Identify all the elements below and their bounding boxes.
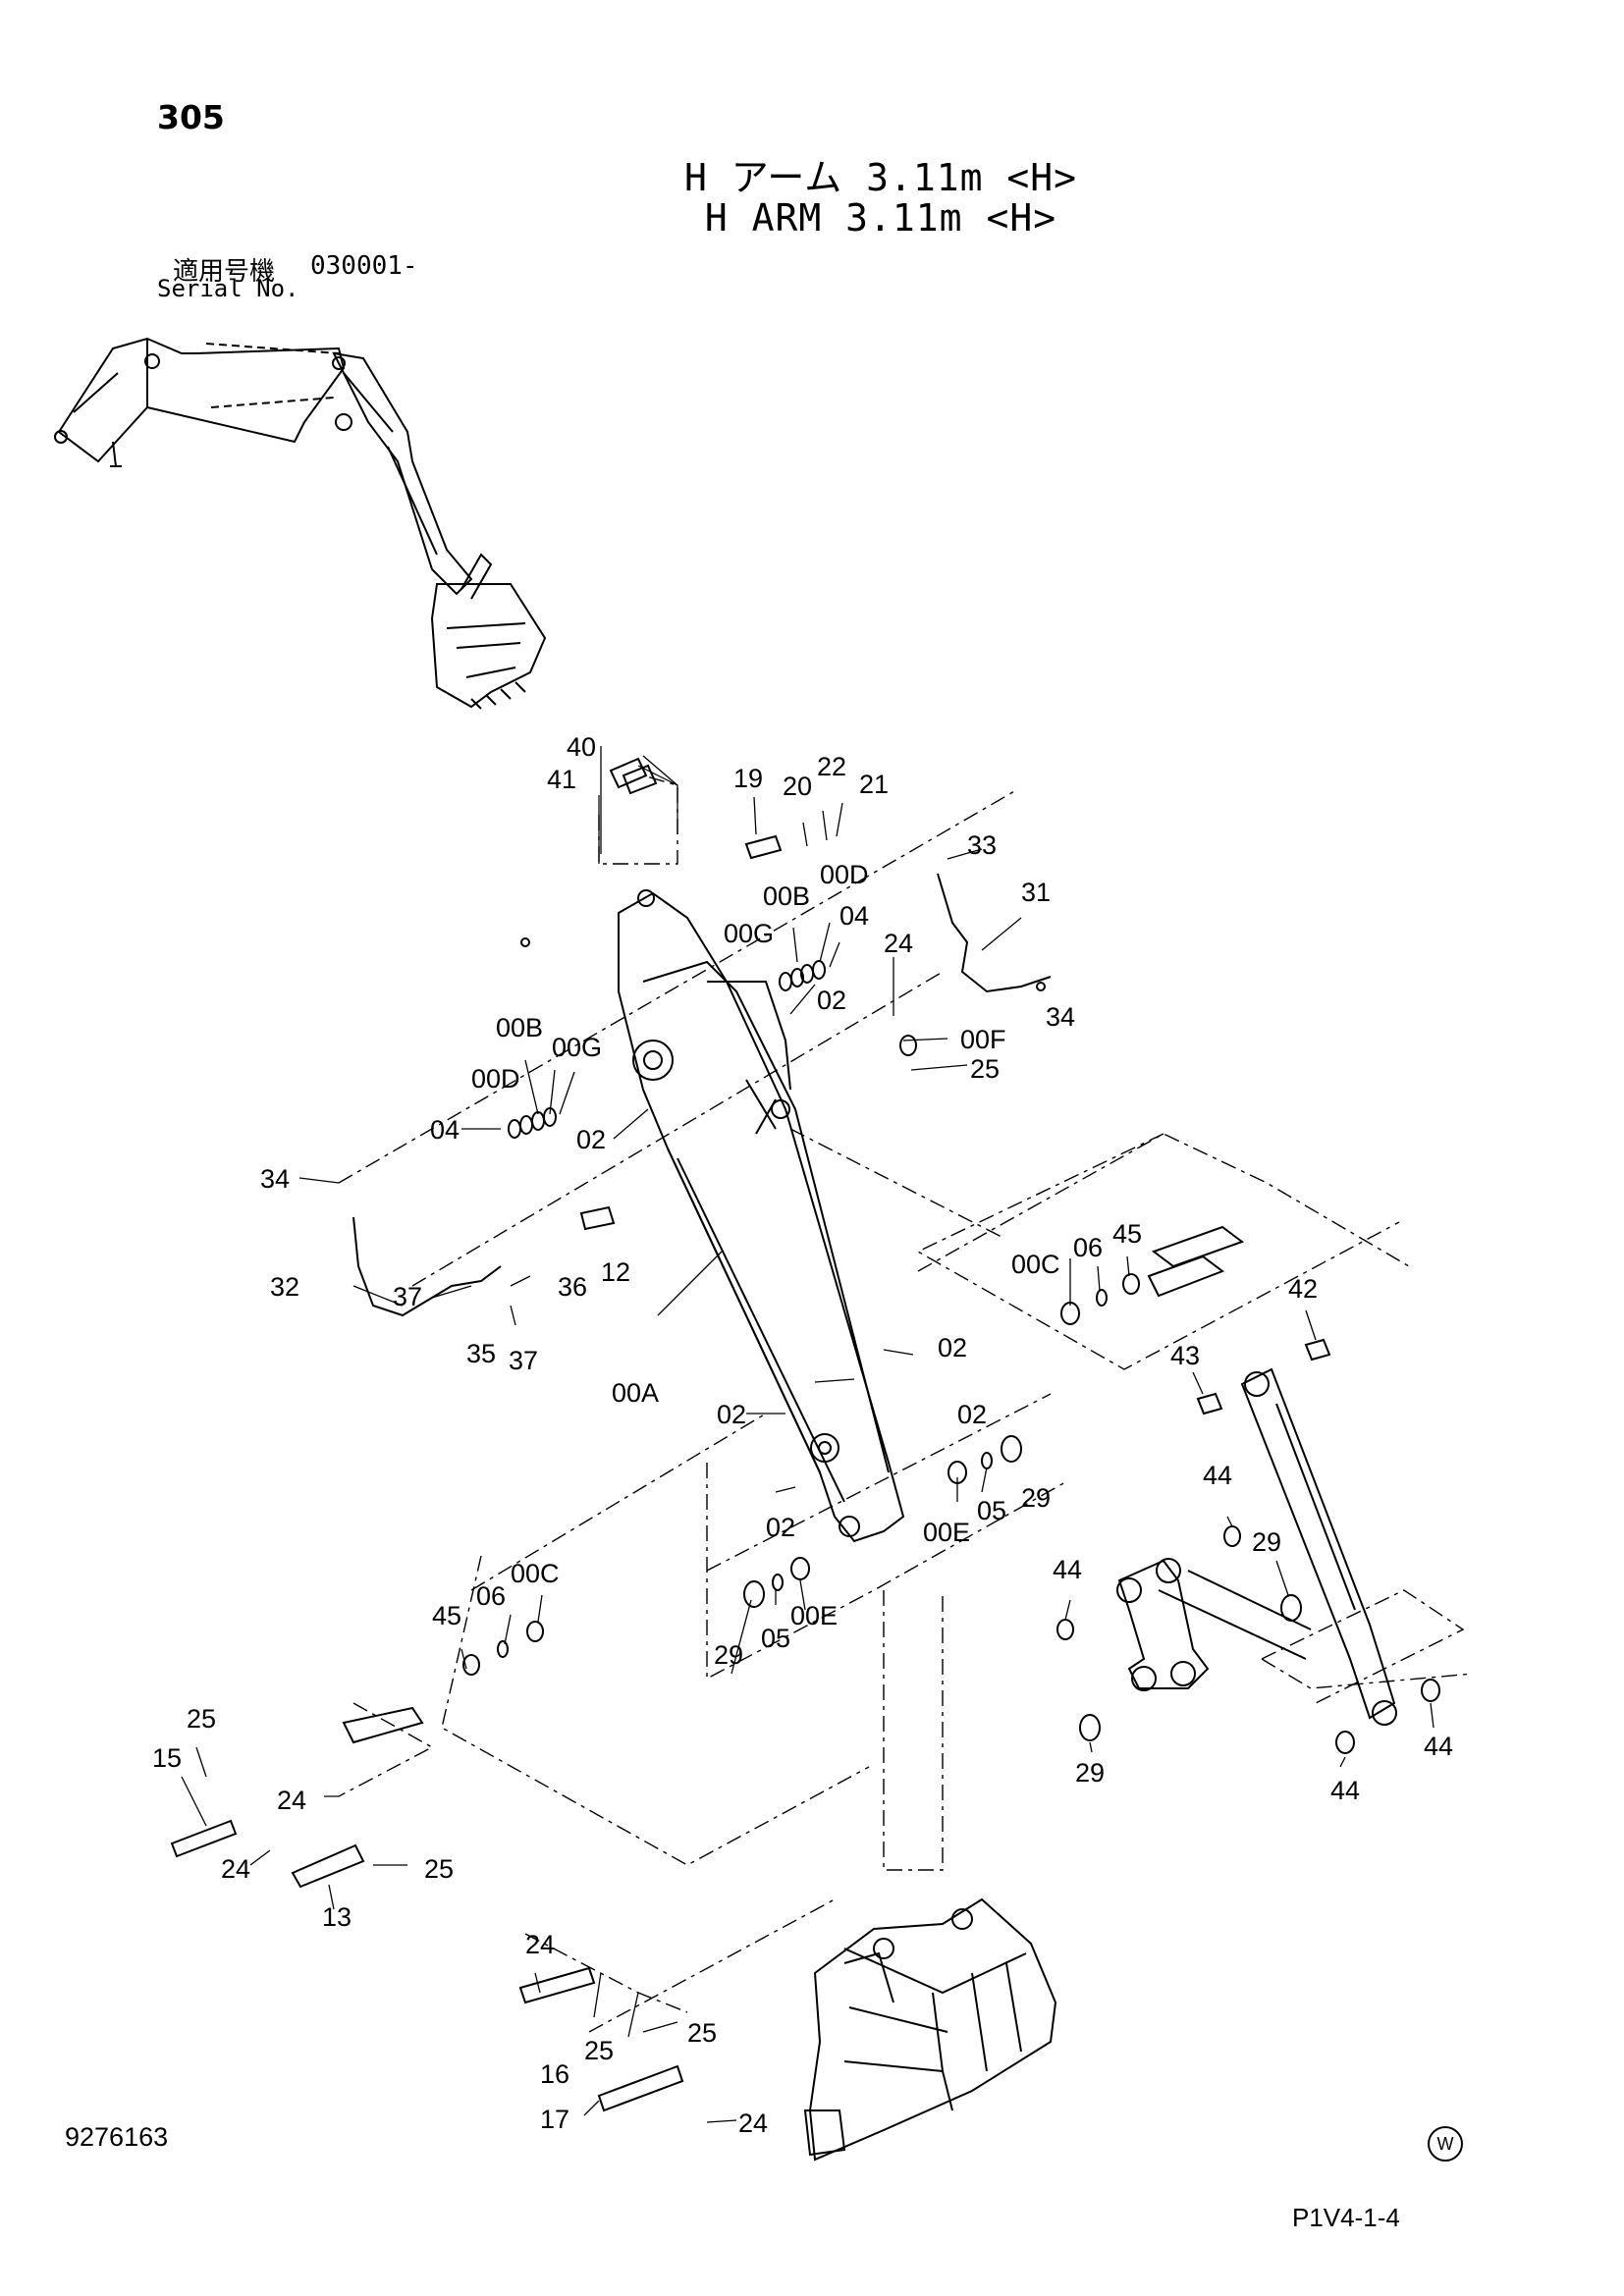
callout-00F: 00F (960, 1025, 1006, 1054)
document-number: 9276163 (65, 2122, 169, 2152)
callout-20: 20 (783, 772, 812, 801)
title-japanese: H アーム 3.11m <H> (683, 156, 1078, 199)
callout-45-lower: 45 (432, 1601, 461, 1630)
callout-40: 40 (567, 732, 596, 762)
callout-25-left-pin: 25 (187, 1704, 216, 1734)
callout-42: 42 (1288, 1274, 1318, 1304)
callout-04-upper: 04 (839, 901, 869, 931)
page-number: 305 (157, 98, 225, 136)
callout-06-upper: 06 (1073, 1233, 1103, 1262)
callout-24-left-a: 24 (277, 1786, 306, 1815)
callout-44-bottom-right: 44 (1424, 1732, 1453, 1761)
serial-label-english: Serial No. (157, 275, 299, 302)
callout-00B-upper: 00B (763, 881, 810, 911)
callout-35: 35 (466, 1339, 496, 1368)
callout-13: 13 (322, 1902, 352, 1932)
serial-label-japanese: 適用号機 (173, 257, 276, 287)
callout-44-bottom-left: 44 (1330, 1776, 1360, 1805)
callout-16: 16 (540, 2059, 569, 2089)
callout-29-bottom: 29 (1075, 1758, 1105, 1788)
callout-25-bucket-a: 25 (687, 2018, 717, 2048)
callout-brackets (598, 765, 678, 864)
callout-45-upper: 45 (1112, 1219, 1142, 1249)
callout-37-lower: 37 (509, 1346, 538, 1375)
callout-12: 12 (601, 1257, 630, 1287)
callout-31: 31 (1021, 878, 1051, 907)
bucket-cylinder (1240, 1367, 1397, 1726)
arm-assembly (618, 889, 905, 1543)
callout-36: 36 (558, 1272, 587, 1302)
callout-34-left: 34 (260, 1164, 290, 1194)
callout-32: 32 (270, 1272, 299, 1302)
callout-25-left-b: 25 (424, 1854, 454, 1884)
callout-22: 22 (817, 752, 846, 781)
callout-00A: 00A (612, 1378, 659, 1408)
callout-24-left-b: 24 (221, 1854, 250, 1884)
callout-25-bucket-b: 25 (584, 2036, 614, 2065)
callout-19: 19 (733, 764, 763, 793)
pins-and-bushings (170, 834, 1225, 2112)
callout-05-lower: 05 (761, 1624, 790, 1653)
callout-labels: 40 41 19 20 22 21 33 31 00B 00D 00G 04 2… (152, 732, 1453, 2138)
callout-05-right-arm: 05 (977, 1496, 1006, 1525)
callout-29-lower: 29 (714, 1640, 743, 1670)
serial-value: 030001- (310, 251, 418, 281)
callout-00E-right-arm: 00E (923, 1518, 970, 1547)
watermark-symbol: W (1428, 2126, 1463, 2162)
callout-02-lower-left: 02 (717, 1400, 746, 1429)
callout-37-upper: 37 (393, 1282, 422, 1311)
callout-24-bucket-pin: 24 (525, 1930, 555, 1959)
bucket (803, 1897, 1057, 2162)
callout-00C-lower: 00C (511, 1559, 560, 1588)
callout-34-right: 34 (1046, 1002, 1075, 1032)
callout-21: 21 (859, 770, 889, 799)
callout-15: 15 (152, 1743, 182, 1773)
leader-lines (181, 746, 1435, 2123)
callout-00B-left: 00B (496, 1013, 543, 1042)
callout-43: 43 (1170, 1341, 1200, 1370)
page-code: P1V4-1-4 (1292, 2203, 1400, 2232)
callout-29-right-arm: 29 (1021, 1483, 1051, 1513)
assembly-guide-lines (338, 774, 1474, 2033)
callout-24-upper: 24 (884, 929, 913, 958)
callout-02-middle: 02 (938, 1333, 967, 1362)
seals-and-rings (462, 757, 1440, 1754)
callout-41: 41 (547, 765, 576, 794)
callout-02-left: 02 (576, 1125, 606, 1154)
callout-02-bottom: 02 (766, 1513, 795, 1542)
callout-00C-upper: 00C (1011, 1250, 1060, 1279)
callout-29-right: 29 (1252, 1527, 1281, 1557)
callout-00G-upper: 00G (724, 919, 774, 948)
callout-06-lower: 06 (476, 1581, 506, 1611)
callout-02-lower-right: 02 (957, 1400, 987, 1429)
callout-24-bottom: 24 (738, 2109, 768, 2138)
callout-25-upper: 25 (970, 1054, 1000, 1084)
callout-04-left: 04 (430, 1115, 460, 1145)
callout-17: 17 (540, 2105, 569, 2134)
callout-02-upper: 02 (817, 986, 846, 1015)
callout-00E-lower: 00E (790, 1601, 838, 1630)
overview-excavator-illustration (54, 337, 547, 710)
callout-33: 33 (967, 830, 997, 860)
callout-00D-upper: 00D (820, 860, 869, 889)
callout-00D-left: 00D (471, 1064, 520, 1094)
callout-00G-left: 00G (552, 1033, 602, 1062)
grease-hoses (352, 873, 1052, 1317)
callout-44-upper: 44 (1203, 1461, 1232, 1490)
title-english: H ARM 3.11m <H> (704, 196, 1057, 240)
callout-44-link: 44 (1053, 1555, 1082, 1584)
